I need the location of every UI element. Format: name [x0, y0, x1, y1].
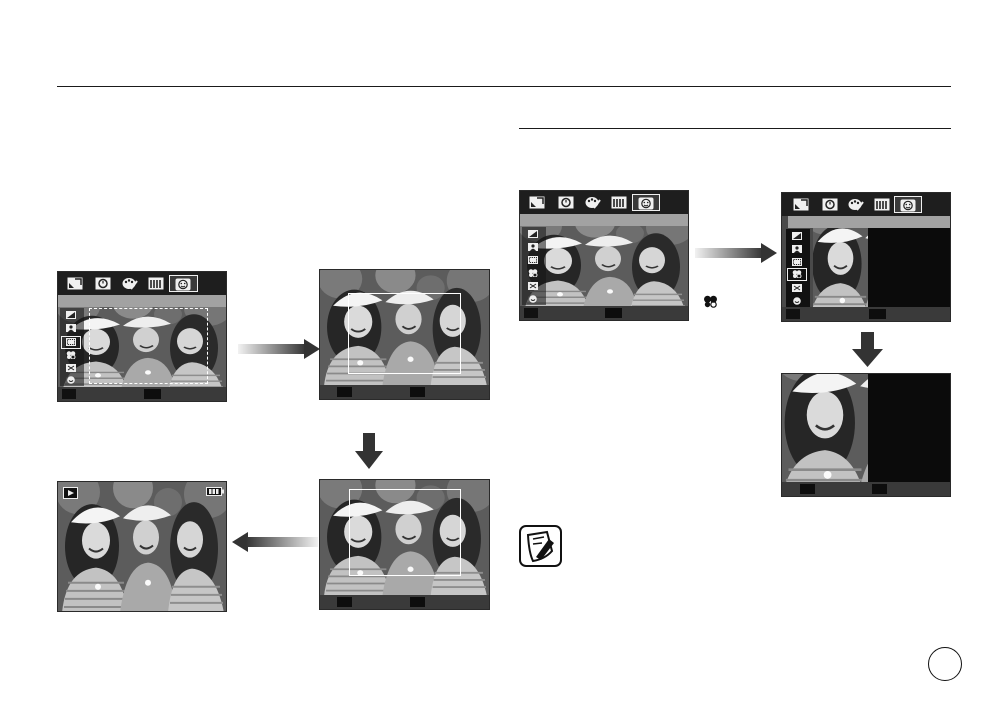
color-effect-icon[interactable] — [843, 196, 869, 213]
softkey-right[interactable] — [410, 387, 425, 397]
arrow-left-icon — [232, 532, 318, 552]
color-effect-icon[interactable] — [117, 275, 143, 292]
menu-tab-bar — [520, 191, 688, 214]
menu-tab-bar — [58, 272, 226, 295]
face-detection-icon[interactable] — [632, 194, 660, 211]
focus-area-icon[interactable] — [790, 258, 804, 268]
portrait-icon[interactable] — [64, 324, 78, 334]
softkey[interactable] — [144, 389, 161, 399]
option-panel — [868, 374, 951, 482]
color-effect-icon[interactable] — [580, 194, 606, 211]
lcd-bottom-bar — [320, 595, 489, 610]
lcd-screen-menu-face-detect — [519, 190, 689, 321]
self-timer-icon[interactable] — [817, 196, 843, 213]
menu-side-icons — [522, 227, 546, 305]
arrow-right-icon — [238, 339, 320, 359]
photo — [782, 374, 868, 482]
page-number-badge — [928, 647, 962, 681]
image-size-icon[interactable] — [788, 196, 814, 213]
sharpness-icon[interactable] — [143, 275, 169, 292]
face-group-icon — [703, 295, 718, 308]
menu-tab-bar — [782, 193, 950, 216]
portrait-icon[interactable] — [526, 243, 540, 253]
softkey[interactable] — [605, 308, 622, 318]
option-panel — [868, 228, 951, 307]
sharpness-icon[interactable] — [869, 196, 895, 213]
lcd-screen-menu-focus-area — [57, 271, 227, 402]
face-detection-icon[interactable] — [894, 196, 922, 213]
smile-shot-icon[interactable] — [790, 297, 804, 307]
softkey[interactable] — [869, 309, 886, 319]
lcd-bottom-bar — [782, 482, 950, 497]
focus-area-icon[interactable] — [526, 256, 540, 266]
left-right-nav-icon[interactable] — [786, 309, 800, 319]
section-rule — [519, 128, 951, 129]
self-timer-icon[interactable] — [553, 194, 579, 211]
exposure-icon[interactable] — [790, 232, 804, 242]
menu-side-icons — [786, 229, 810, 307]
menu-title-bar — [520, 214, 688, 226]
face-group-icon[interactable] — [526, 269, 540, 279]
menu-title-bar — [58, 295, 226, 307]
softkey-left[interactable] — [337, 387, 352, 397]
self-timer-icon[interactable] — [90, 275, 116, 292]
image-size-icon[interactable] — [62, 275, 88, 292]
lcd-screen-face-zoom — [781, 373, 951, 497]
self-portrait-icon[interactable] — [64, 364, 78, 374]
lcd-screen-focus-frame-2 — [319, 479, 490, 610]
lcd-screen-playback — [57, 481, 227, 612]
image-size-icon[interactable] — [524, 194, 550, 211]
photo — [813, 228, 868, 307]
playback-icon — [63, 487, 78, 499]
photo — [58, 482, 227, 612]
menu-title-bar — [788, 216, 950, 228]
smile-shot-icon[interactable] — [526, 295, 540, 305]
lcd-bottom-bar — [782, 307, 950, 322]
lcd-bottom-bar — [58, 387, 226, 402]
up-down-nav-icon[interactable] — [524, 308, 538, 318]
smile-shot-icon[interactable] — [64, 376, 78, 386]
face-group-icon[interactable] — [64, 351, 78, 361]
top-rule — [57, 86, 951, 87]
lcd-screen-focus-frame-1 — [319, 269, 490, 400]
softkey-left[interactable] — [800, 484, 815, 494]
lcd-screen-menu-face-group — [781, 192, 951, 322]
softkey-left[interactable] — [337, 597, 352, 607]
face-group-icon[interactable] — [787, 268, 807, 281]
arrow-right-icon — [695, 243, 777, 263]
portrait-icon[interactable] — [790, 245, 804, 255]
left-right-nav-icon[interactable] — [62, 389, 76, 399]
exposure-icon[interactable] — [526, 230, 540, 240]
exposure-icon[interactable] — [64, 311, 78, 321]
arrow-down-icon — [355, 433, 383, 469]
lcd-bottom-bar — [520, 306, 688, 321]
arrow-down-icon — [852, 332, 883, 367]
focus-frame — [349, 489, 461, 576]
note-pencil-icon — [519, 525, 562, 567]
battery-icon — [206, 487, 224, 496]
self-portrait-icon[interactable] — [790, 284, 804, 294]
self-portrait-icon[interactable] — [526, 282, 540, 292]
face-detection-icon[interactable] — [169, 275, 198, 292]
focus-area-icon[interactable] — [61, 336, 81, 349]
softkey-right[interactable] — [410, 597, 425, 607]
focus-area-outline — [89, 308, 208, 384]
sharpness-icon[interactable] — [606, 194, 632, 211]
menu-side-icons — [60, 308, 84, 386]
lcd-bottom-bar — [320, 385, 489, 400]
softkey-right[interactable] — [872, 484, 887, 494]
focus-frame — [348, 293, 461, 374]
